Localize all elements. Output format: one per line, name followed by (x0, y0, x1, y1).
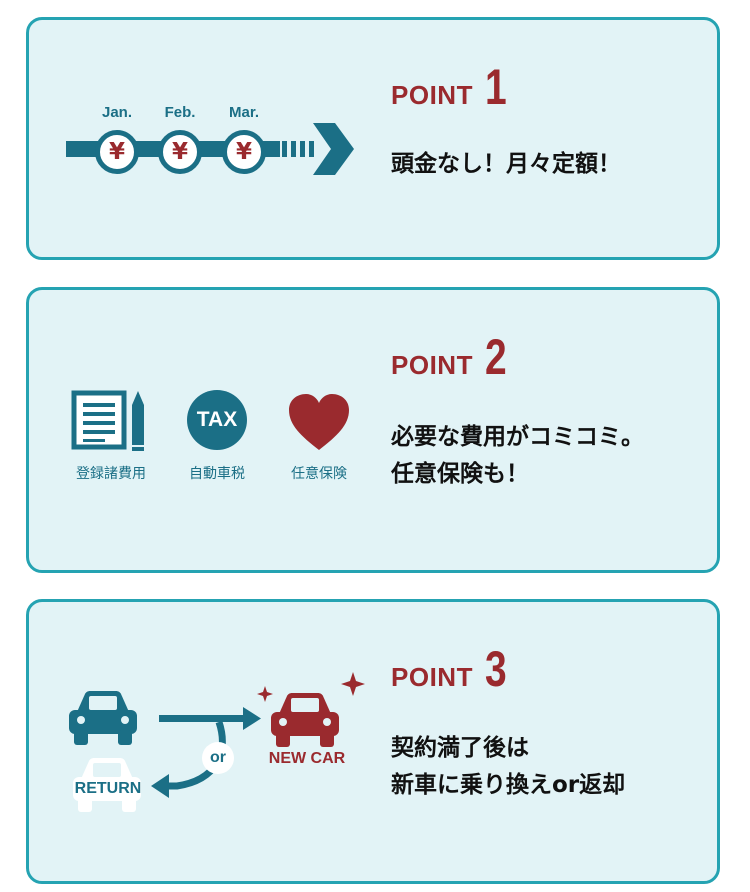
point-description: 必要な費用がコミコミ。 任意保険も！ (391, 419, 644, 493)
or-label: or (202, 742, 234, 774)
tax-badge-text: TAX (196, 408, 238, 431)
point-card-3: or RETURN NEW CAR POINT 3 契約満了後は 新車に乗り換え… (26, 599, 720, 884)
point-description: 頭金なし！月々定額！ (391, 146, 621, 183)
icon-caption: 登録諸費用 (76, 466, 146, 482)
point-number: 1 (484, 59, 507, 115)
yen-symbol: ¥ (108, 139, 125, 165)
icon-caption: 自動車税 (189, 466, 245, 482)
new-car-label: NEW CAR (268, 750, 346, 767)
point-number: 2 (484, 329, 507, 385)
point-description-line: 任意保険も！ (391, 460, 529, 487)
point-description-line: 頭金なし！月々定額！ (391, 151, 621, 177)
point-description-line: 必要な費用がコミコミ。 (391, 424, 644, 450)
point-description: 契約満了後は 新車に乗り換えor返却 (391, 730, 625, 804)
point-label: POINT (391, 662, 473, 692)
yen-coin-icon: ¥ (222, 130, 266, 174)
yen-coin-icon: ¥ (95, 130, 139, 174)
point-description-line: 新車に乗り換えor返却 (391, 771, 626, 798)
yen-symbol: ¥ (171, 139, 188, 165)
yen-coin-icon: ¥ (158, 130, 202, 174)
point-description-line: 契約満了後は (391, 735, 529, 761)
arrow-right-icon (159, 707, 261, 730)
icon-caption: 任意保険 (291, 466, 347, 482)
heart-icon (289, 394, 349, 450)
return-label: RETURN (74, 780, 142, 797)
point-card-2: TAX 登録諸費用 自動車税 任意保険 POINT 2 必要な費用がコミコミ。 … (26, 287, 720, 573)
point-number: 3 (484, 641, 507, 697)
month-label-feb: Feb. (164, 104, 196, 121)
document-pen-icon (71, 390, 144, 451)
month-label-mar: Mar. (228, 104, 259, 121)
point-heading: POINT 2 (391, 332, 513, 382)
point-label: POINT (391, 350, 473, 380)
point-heading: POINT 3 (391, 644, 513, 694)
point-card-1: Jan. Feb. Mar. ¥ ¥ ¥ POINT 1 頭金なし！月々定額！ (26, 17, 720, 260)
new-car-icon (257, 672, 365, 747)
current-car-icon (69, 691, 137, 745)
point-label: POINT (391, 80, 473, 110)
point-heading: POINT 1 (391, 62, 513, 112)
tax-icon: TAX (187, 390, 247, 450)
month-label-jan: Jan. (101, 104, 132, 121)
yen-symbol: ¥ (235, 139, 252, 165)
return-car-icon (73, 758, 141, 812)
